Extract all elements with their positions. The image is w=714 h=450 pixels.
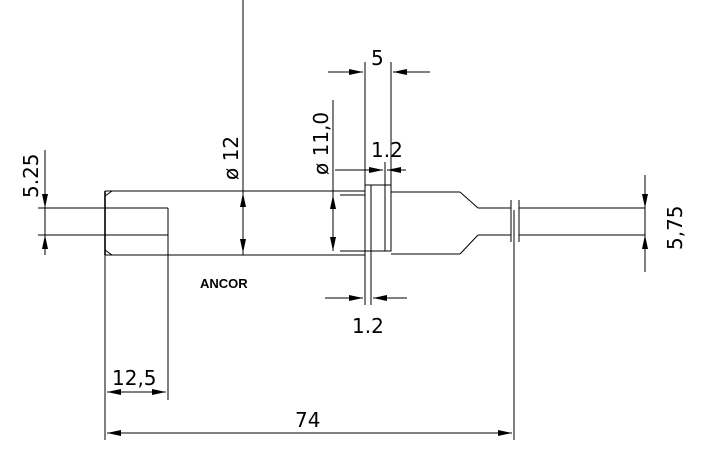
dim-groove-width-top: 1.2 xyxy=(335,138,406,190)
dim-tip-diameter-text: 5,75 xyxy=(663,205,687,250)
dim-tip-diameter: 5,75 xyxy=(642,175,687,272)
dim-bore-diameter-text: 5.25 xyxy=(19,153,43,198)
dim-groove-width-bottom-text: 1.2 xyxy=(352,314,384,338)
part-label: ANCOR xyxy=(200,276,248,291)
dim-bore-depth-text: 12,5 xyxy=(112,366,157,390)
dim-groove-width-bottom: 1.2 xyxy=(325,251,407,338)
dim-body-diameter: ø 12 xyxy=(219,0,246,255)
dim-collar-width: 5 xyxy=(328,46,430,185)
dim-groove-diameter-text: ø 11,0 xyxy=(309,112,333,175)
dim-overall-length: 74 xyxy=(104,210,515,440)
dim-bore-diameter: 5.25 xyxy=(19,150,108,255)
dim-collar-width-text: 5 xyxy=(371,46,384,70)
dim-overall-length-text: 74 xyxy=(295,408,320,432)
dim-body-diameter-text: ø 12 xyxy=(219,136,243,180)
dim-groove-diameter: ø 11,0 xyxy=(309,100,336,251)
dim-bore-depth: 12,5 xyxy=(107,235,169,400)
dim-groove-width-top-text: 1.2 xyxy=(371,138,403,162)
part-outline xyxy=(104,184,645,256)
